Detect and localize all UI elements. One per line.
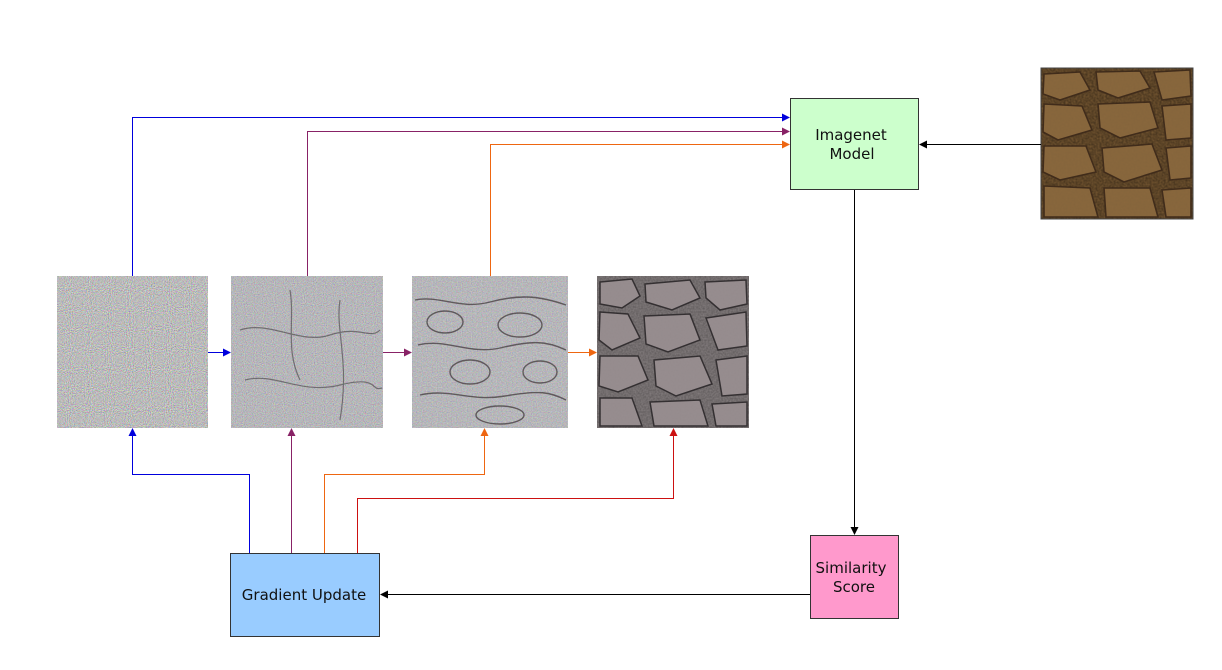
- noise-image-step-3: [597, 276, 749, 428]
- edge-gradient-update-to-image0: [128, 428, 250, 553]
- gradient-update-box: [230, 553, 380, 637]
- similarity-score-label-line-2: Score: [833, 578, 875, 596]
- edge-gradient-update-to-image2: [324, 428, 489, 553]
- edge-image2-to-imagenet-model: [490, 140, 790, 276]
- similarity-score-box: [810, 535, 899, 619]
- similarity-score-label-line-1: Similarity: [816, 559, 887, 577]
- imagenet-model-label-line-2: Model: [829, 145, 874, 163]
- target-texture-image: [1040, 67, 1194, 220]
- noise-image-step-0: [57, 276, 208, 428]
- edge-image0-to-imagenet-model: [132, 113, 790, 276]
- gradient-update-label: Gradient Update: [242, 586, 366, 604]
- imagenet-model-node: Imagenet Model: [790, 98, 919, 190]
- edge-image1-to-imagenet-model: [307, 127, 790, 276]
- noise-image-step-2: [412, 276, 568, 428]
- gradient-update-node: Gradient Update: [230, 553, 380, 637]
- edge-gradient-update-to-image3: [357, 428, 678, 553]
- similarity-score-node: Similarity Score: [810, 535, 899, 619]
- noise-image-step-1: [231, 276, 383, 428]
- imagenet-model-box: [790, 98, 919, 190]
- imagenet-model-label-line-1: Imagenet: [815, 126, 887, 144]
